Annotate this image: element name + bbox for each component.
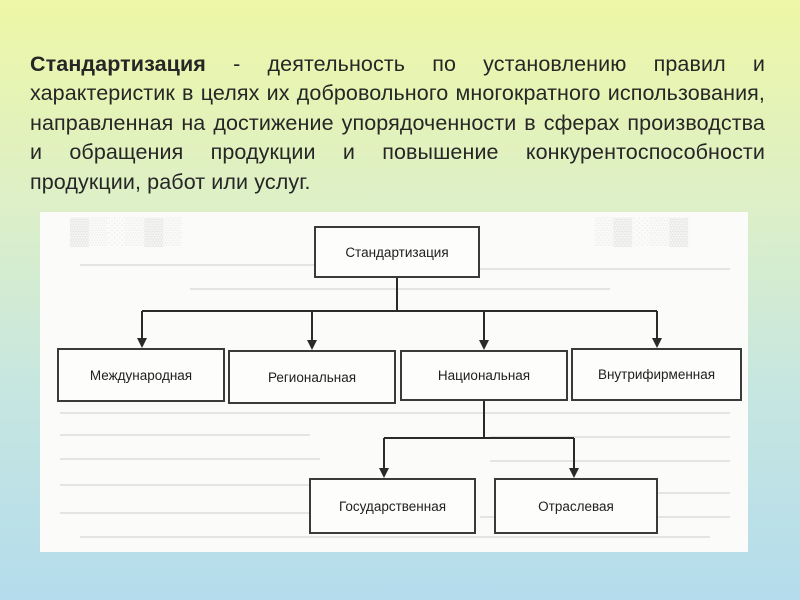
- node-national: Национальная: [400, 350, 568, 401]
- bleed-through-line: [80, 264, 320, 266]
- diagram-connectors: [137, 278, 662, 478]
- bleed-through-line: [60, 458, 320, 460]
- node-international: Международная: [57, 348, 225, 402]
- bleed-through-line: [60, 412, 730, 414]
- bleed-through-line: [60, 434, 310, 436]
- bleed-through-line: [60, 484, 320, 486]
- definition-term: Стандартизация: [30, 51, 206, 76]
- bleed-through-line: [490, 436, 730, 438]
- bleed-through-line: [490, 460, 730, 462]
- bleed-through-artifact: ▒▓░▒▓: [595, 216, 689, 245]
- node-branch: Отраслевая: [494, 478, 658, 534]
- bleed-through-line: [190, 288, 610, 290]
- node-regional: Региональная: [228, 350, 396, 404]
- bleed-through-line: [460, 268, 730, 270]
- bleed-through-line: [80, 536, 710, 538]
- node-intrafirm: Внутрифирменная: [571, 348, 742, 401]
- node-standardization: Стандартизация: [314, 226, 480, 278]
- node-state: Государственная: [309, 478, 476, 534]
- bleed-through-line: [60, 512, 320, 514]
- definition-text: Стандартизация - деятельность по установ…: [30, 50, 765, 198]
- bleed-through-artifact: ▓▒░▒▓▒: [70, 216, 182, 245]
- diagram-scan: ▓▒░▒▓▒ ▒▓░▒▓ Стандартизация Междун: [40, 212, 748, 552]
- definition-body: - деятельность по установлению правил и …: [30, 51, 765, 194]
